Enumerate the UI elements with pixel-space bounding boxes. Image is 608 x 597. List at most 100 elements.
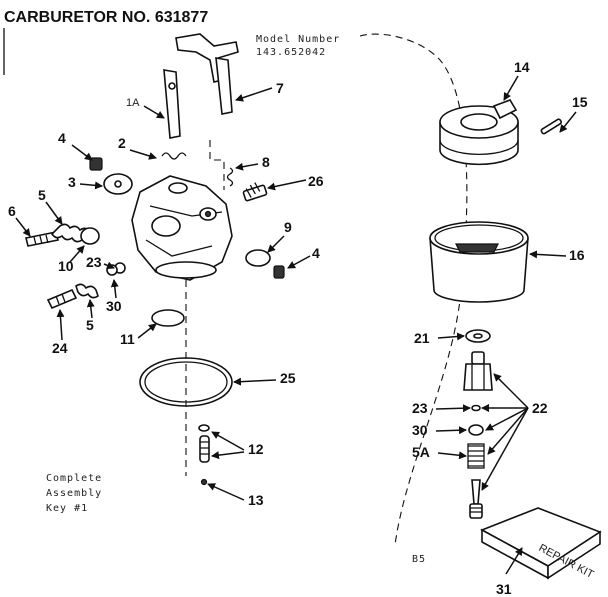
callout-15: 15 [572,94,588,110]
callout-3: 3 [68,174,76,190]
float-bowl-16 [429,221,529,303]
leader-22a [493,373,529,409]
leader-22d [487,407,529,455]
callout-16: 16 [569,247,585,263]
body-bowl-flange [155,261,217,279]
leader-30a [110,279,119,299]
callout-21: 21 [414,330,430,346]
choke-shaft-hole [168,82,176,90]
leader-21 [437,332,465,341]
repair-kit-31: REPAIR KIT [480,507,602,581]
float-14 [439,99,519,166]
leader-1a [143,105,165,119]
float-pin-15 [540,118,562,135]
leader-13 [207,483,245,501]
gasket-11 [151,309,185,327]
callout-7: 7 [276,80,284,96]
leader-4a [71,144,93,161]
body-lower-ridge [145,239,213,257]
needle-12 [199,435,210,463]
leader-11 [137,323,157,339]
leader-5b [86,299,95,319]
main-adjust-needle [469,479,483,519]
callout-14: 14 [514,59,530,75]
callout-10: 10 [58,258,74,274]
leader-2 [129,149,157,160]
throttle-spring [161,152,187,160]
spring-5a [467,443,485,469]
page-code: B5 [412,554,426,565]
leader-14 [503,75,519,101]
carburetor-body [131,175,233,281]
callout-31: 31 [496,581,512,597]
callout-24: 24 [52,340,68,356]
leader-10 [69,245,85,263]
callout-23a: 23 [86,254,102,270]
leader-15 [559,111,577,133]
callout-4a: 4 [58,130,66,146]
model-number-value: 143.652042 [256,47,326,58]
diagram-title: CARBURETOR NO. 631877 [4,9,208,26]
welch-plug [245,249,271,267]
callout-2: 2 [118,135,126,151]
body-boss-hole [204,210,212,218]
leader-16 [529,250,567,259]
model-number-label: Model Number [256,34,340,45]
callout-26: 26 [308,173,324,189]
leader-22e [481,407,529,491]
washer-30-right [468,424,484,436]
callout-8: 8 [262,154,270,170]
callout-12: 12 [248,441,264,457]
throttle-shaft [215,57,233,115]
clip-13 [200,478,208,486]
assembly-caption-line2: Assembly [46,488,102,499]
leader-9 [267,235,285,253]
screw-top-left [89,157,103,171]
leader-31 [505,547,523,575]
washer-23-right [471,404,481,412]
leader-5a [45,201,63,225]
callout-6: 6 [8,203,16,219]
leader-30b [435,426,467,435]
leader-24 [56,309,65,341]
callout-9: 9 [284,219,292,235]
needle-12-threads [200,441,209,455]
leader-25 [233,377,277,386]
washer-21-hole [473,333,483,339]
leader-7 [235,87,273,102]
seat-12 [198,424,210,432]
callout-4b: 4 [312,245,320,261]
callout-13: 13 [248,492,264,508]
callout-22: 22 [532,400,548,416]
bowl-nut-22 [463,351,493,391]
leader-5c [437,451,467,460]
leader-6 [15,217,31,237]
shaft-alignment-dashed [209,140,225,190]
leader-23a [103,261,115,270]
leader-26 [267,179,307,191]
assembly-caption-line3: Key #1 [46,503,88,514]
body-top-fitting [168,182,188,194]
idle-spring [226,167,234,187]
choke-shaft [163,69,181,139]
callout-5c: 5A [412,444,430,460]
callout-11: 11 [120,331,135,347]
callout-30a: 30 [106,298,122,314]
choke-plate-center [114,180,122,188]
callout-25: 25 [280,370,296,386]
callout-5a: 5 [38,187,46,203]
leader-22c [485,407,529,431]
callout-1a: 1A [126,97,140,109]
main-needle-assembly [46,283,99,310]
washer-10 [80,227,100,245]
assembly-caption-line1: Complete [46,473,102,484]
body-bore [151,215,181,237]
callout-23b: 23 [412,400,428,416]
assembly-divider-dashed [359,33,468,546]
leader-12a [211,431,245,451]
callout-30b: 30 [412,422,428,438]
leader-23b [435,404,471,413]
